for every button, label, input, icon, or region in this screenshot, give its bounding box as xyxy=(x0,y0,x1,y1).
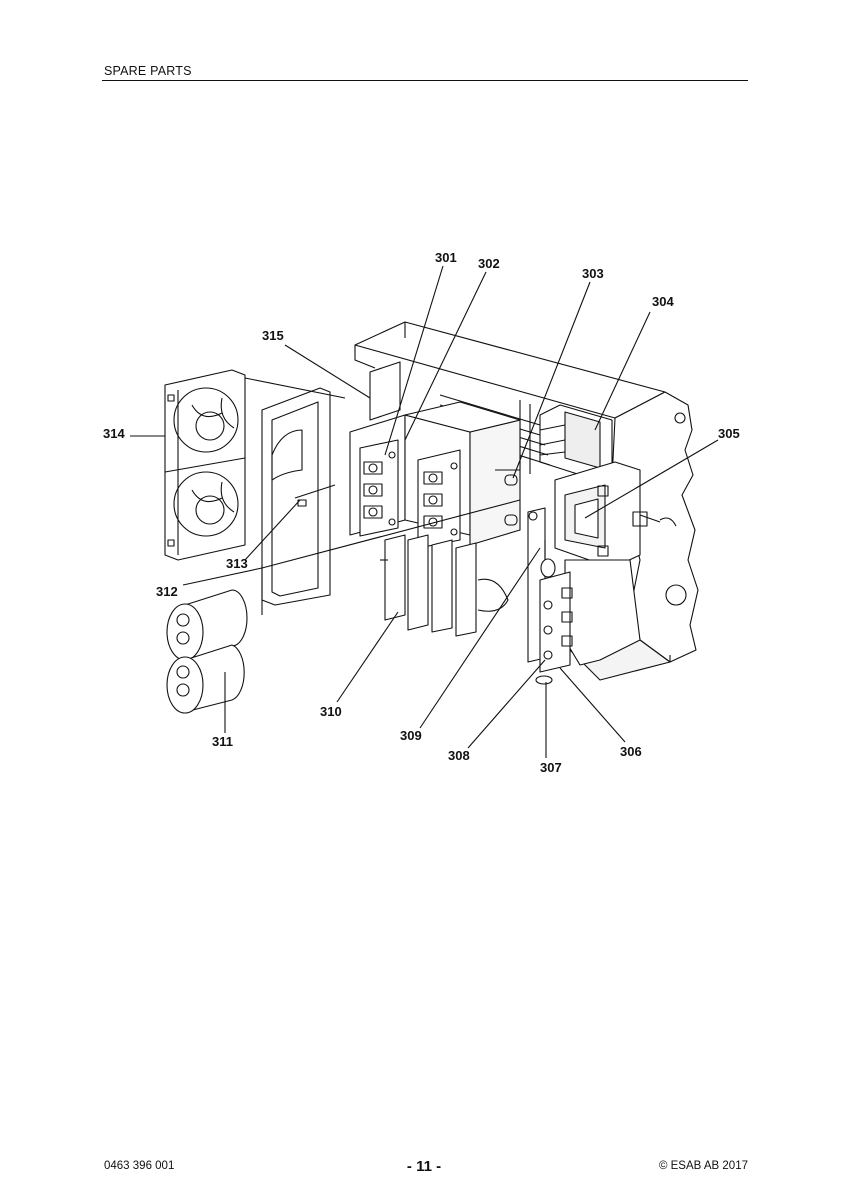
fan-duct xyxy=(261,387,336,615)
leader-lines xyxy=(130,265,719,758)
heatsink-fins-lower xyxy=(380,534,509,637)
front-transformer xyxy=(554,461,661,569)
callout-313: 313 xyxy=(226,556,248,571)
callout-311: 311 xyxy=(212,734,233,749)
callout-labels: 301 302 303 304 305 306 307 308 309 310 … xyxy=(103,250,740,775)
callout-310: 310 xyxy=(320,704,342,719)
callout-306: 306 xyxy=(620,744,642,759)
page-number: - 11 - xyxy=(406,1158,442,1175)
cooling-fans xyxy=(164,369,246,561)
callout-308: 308 xyxy=(448,748,470,763)
rectifier-board xyxy=(527,507,641,685)
callout-309: 309 xyxy=(400,728,422,743)
igbt-module-right xyxy=(417,449,461,549)
callout-312: 312 xyxy=(156,584,178,599)
igbt-module-left xyxy=(359,439,399,537)
capacitors xyxy=(166,589,248,714)
header-divider xyxy=(102,80,748,81)
callout-305: 305 xyxy=(718,426,740,441)
callout-307: 307 xyxy=(540,760,562,775)
page-header-title: SPARE PARTS xyxy=(104,64,192,78)
callout-301: 301 xyxy=(435,250,457,265)
callout-304: 304 xyxy=(652,294,674,309)
copyright-notice: © ESAB AB 2017 xyxy=(658,1160,748,1172)
callout-302: 302 xyxy=(478,256,500,271)
callout-315: 315 xyxy=(262,328,284,343)
callout-314: 314 xyxy=(103,426,125,441)
document-number: 0463 396 001 xyxy=(104,1160,175,1172)
callout-303: 303 xyxy=(582,266,604,281)
